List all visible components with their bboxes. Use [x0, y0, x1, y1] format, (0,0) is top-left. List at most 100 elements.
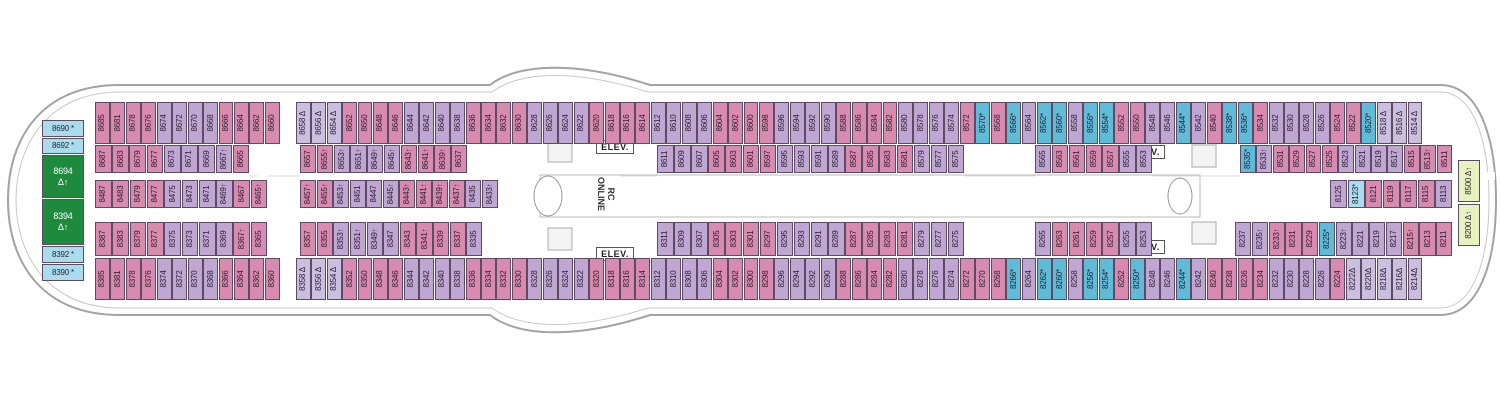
cabin[interactable]: 8242 [1191, 258, 1207, 300]
cabin[interactable]: 8522 [1345, 102, 1361, 144]
cabin[interactable]: 8369 [216, 222, 233, 256]
cabin[interactable]: 8390 * [42, 264, 84, 281]
cabin[interactable]: 8525 [1321, 145, 1338, 173]
cabin[interactable]: 8338 [450, 258, 466, 300]
cabin[interactable]: 8579 [913, 145, 931, 173]
cabin[interactable]: 8528 [1299, 102, 1315, 144]
cabin[interactable]: 8554* [1098, 102, 1114, 144]
cabin[interactable]: 8250* [1129, 258, 1145, 300]
cabin[interactable]: 8351↑ [349, 222, 367, 256]
cabin[interactable]: 8353↑ [333, 222, 350, 256]
cabin[interactable]: 8217 [1385, 222, 1403, 256]
cabin[interactable]: 8220Δ [1361, 258, 1377, 300]
cabin[interactable]: 8536* [1237, 102, 1253, 144]
cabin[interactable]: 8248 [1145, 258, 1160, 300]
cabin[interactable]: 8215↑ [1402, 222, 1419, 256]
cabin[interactable]: 8527 [1305, 145, 1322, 173]
cabin[interactable]: 8252 [1114, 258, 1130, 300]
cabin[interactable]: 8594 [789, 102, 805, 144]
cabin[interactable]: 8371 [198, 222, 216, 256]
cabin[interactable]: 8565 [1035, 145, 1052, 173]
cabin[interactable]: 8513↑ [1420, 145, 1437, 173]
cabin[interactable]: 8211 [1436, 222, 1453, 256]
cabin[interactable]: 8216Δ [1392, 258, 1408, 300]
cabin[interactable]: 8465↑ [250, 180, 268, 208]
cabin[interactable]: 8222Δ [1345, 258, 1361, 300]
cabin[interactable]: 8561 [1068, 145, 1086, 173]
cabin[interactable]: 8294 [789, 258, 805, 300]
cabin[interactable]: 8653↑ [333, 145, 350, 173]
cabin[interactable]: 8276 [928, 258, 944, 300]
cabin[interactable]: 8288 [836, 258, 852, 300]
cabin[interactable]: 8301 [742, 222, 760, 256]
cabin[interactable]: 8377 [146, 222, 164, 256]
cabin[interactable]: 8598 [759, 102, 774, 144]
cabin[interactable]: 8556* [1083, 102, 1099, 144]
cabin[interactable]: 8669 [198, 145, 216, 173]
cabin[interactable]: 8394 Δ↑ [42, 199, 84, 245]
cabin[interactable]: 8643↑ [400, 145, 418, 173]
cabin[interactable]: 8304 [712, 258, 728, 300]
cabin[interactable]: 8593 [793, 145, 811, 173]
cabin[interactable]: 8477 [146, 180, 164, 208]
cabin[interactable]: 8362 [249, 258, 265, 300]
cabin[interactable]: 8344 [403, 258, 419, 300]
cabin[interactable]: 8230 [1284, 258, 1299, 300]
cabin[interactable]: 8479 [129, 180, 147, 208]
cabin[interactable]: 8270 [975, 258, 991, 300]
cabin[interactable]: 8583 [879, 145, 897, 173]
cabin[interactable]: 8292 [805, 258, 821, 300]
cabin[interactable]: 8257 [1102, 222, 1119, 256]
cabin[interactable]: 8305 [708, 222, 725, 256]
cabin[interactable]: 8286 [851, 258, 867, 300]
cabin[interactable]: 8532 [1268, 102, 1284, 144]
cabin[interactable]: 8346 [388, 258, 404, 300]
cabin[interactable]: 8531 [1272, 145, 1289, 173]
cabin[interactable]: 8581 [896, 145, 914, 173]
cabin[interactable]: 8235↑ [1251, 222, 1269, 256]
cabin[interactable]: 8578 [913, 102, 929, 144]
cabin[interactable]: 8471 [198, 180, 216, 208]
cabin[interactable]: 8302 [728, 258, 744, 300]
cabin[interactable]: 8500 Δ↑ [1458, 160, 1480, 202]
cabin[interactable]: 8622 [573, 102, 589, 144]
cabin[interactable]: 8548 [1145, 102, 1160, 144]
cabin[interactable]: 8259 [1085, 222, 1102, 256]
cabin[interactable]: 8620 [589, 102, 605, 144]
cabin[interactable]: 8311 [657, 222, 674, 256]
cabin[interactable]: 8626 [542, 102, 558, 144]
cabin[interactable]: 8582 [882, 102, 898, 144]
cabin[interactable]: 8356 Δ [311, 258, 327, 300]
cabin[interactable]: 8585 [862, 145, 879, 173]
cabin[interactable]: 8349↑ [366, 222, 383, 256]
cabin[interactable]: 8347 [383, 222, 400, 256]
cabin[interactable]: 8278 [913, 258, 929, 300]
cabin[interactable]: 8558 [1067, 102, 1083, 144]
cabin[interactable]: 8559 [1085, 145, 1102, 173]
cabin[interactable]: 8339 [433, 222, 450, 256]
cabin[interactable]: 8284 [867, 258, 883, 300]
cabin[interactable]: 8125 [1330, 180, 1348, 208]
cabin[interactable]: 8261 [1068, 222, 1086, 256]
cabin[interactable]: 8291 [811, 222, 828, 256]
cabin[interactable]: 8542 [1191, 102, 1207, 144]
cabin[interactable]: 8358 Δ [295, 258, 311, 300]
cabin[interactable]: 8366 [218, 258, 234, 300]
cabin[interactable]: 8664 [233, 102, 249, 144]
cabin[interactable]: 8636 [465, 102, 481, 144]
cabin[interactable]: 8354 Δ [326, 258, 342, 300]
cabin[interactable]: 8228 [1299, 258, 1315, 300]
cabin[interactable]: 8308 [681, 258, 697, 300]
cabin[interactable]: 8570* [975, 102, 991, 144]
cabin[interactable]: 8575 [947, 145, 965, 173]
cabin[interactable]: 8451 [349, 180, 366, 208]
cabin[interactable]: 8638 [450, 102, 466, 144]
cabin[interactable]: 8566* [1006, 102, 1021, 144]
cabin[interactable]: 8592 [805, 102, 821, 144]
cabin[interactable]: 8618 [604, 102, 620, 144]
cabin[interactable]: 8312 [650, 258, 666, 300]
cabin[interactable]: 8282 [882, 258, 898, 300]
cabin[interactable]: 8218Δ [1376, 258, 1392, 300]
cabin[interactable]: 8226 [1314, 258, 1330, 300]
cabin[interactable]: 8650 [357, 102, 373, 144]
